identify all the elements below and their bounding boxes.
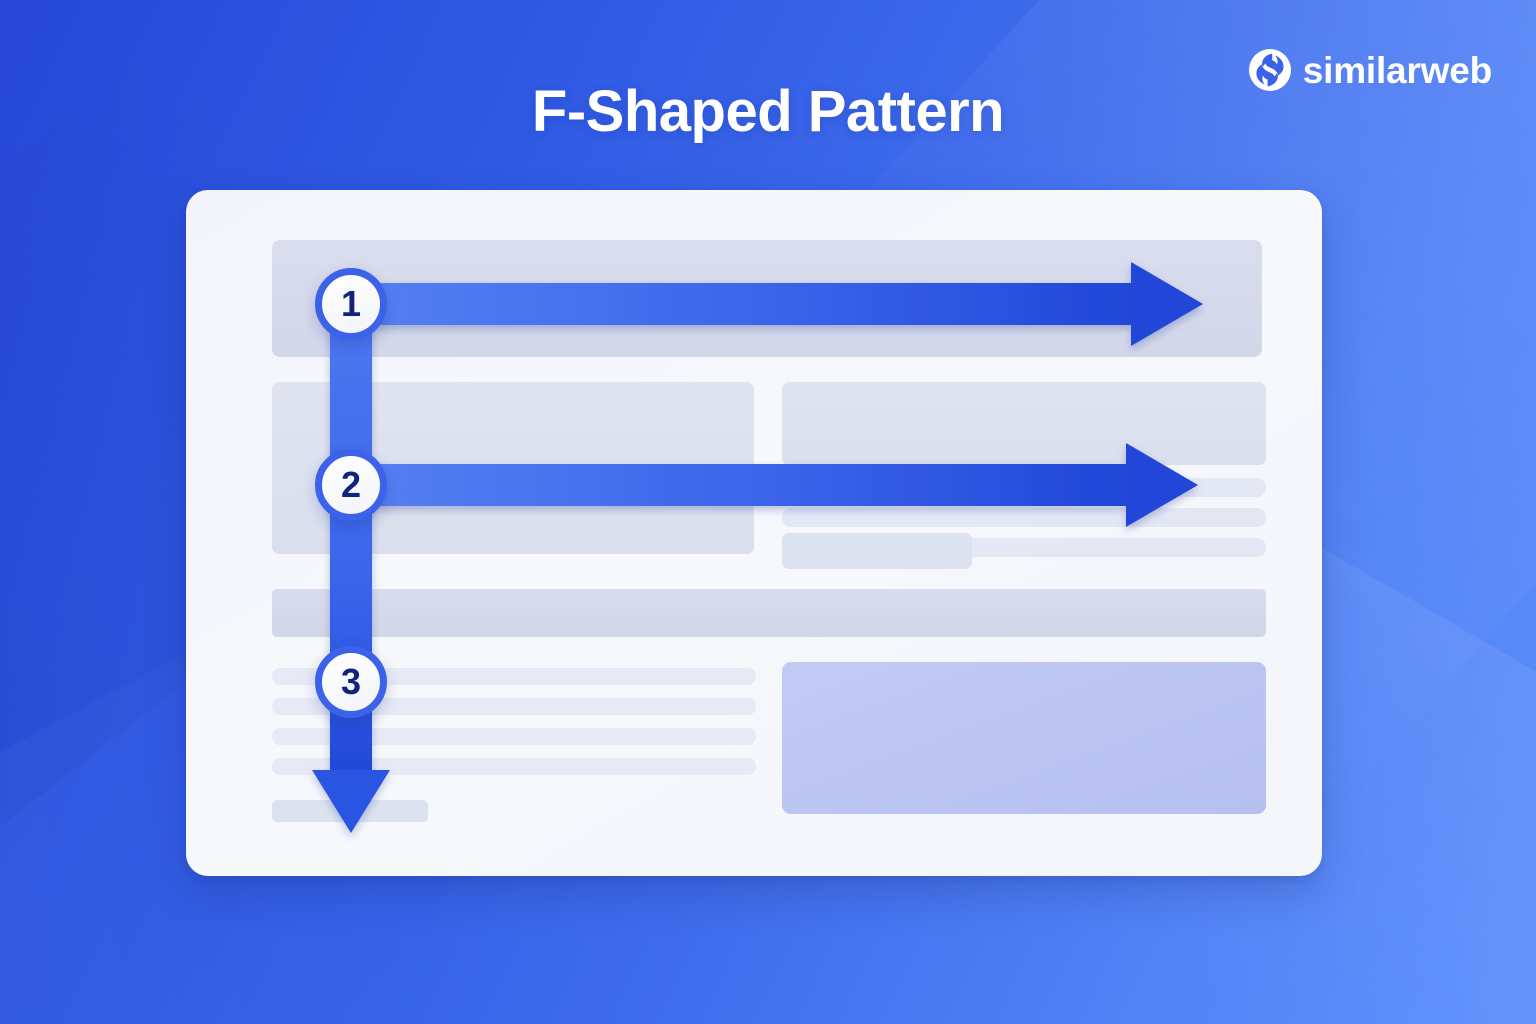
step-number-2: 2 <box>340 464 362 505</box>
step-marker-3[interactable]: 3 <box>315 646 387 718</box>
right-small-block <box>782 533 972 569</box>
step-marker-2[interactable]: 2 <box>315 449 387 521</box>
left-text-line-1 <box>272 668 756 685</box>
similarweb-logo: similarweb <box>1248 48 1492 92</box>
similarweb-wordmark: similarweb <box>1302 49 1492 91</box>
step-marker-1[interactable]: 1 <box>315 268 387 340</box>
right-column-block <box>782 382 1266 465</box>
left-text-line-4 <box>272 758 756 775</box>
page-title: F-Shaped Pattern <box>531 79 1005 144</box>
right-text-line-1 <box>782 478 1266 497</box>
left-footer-bar <box>272 800 428 822</box>
left-text-line-2 <box>272 698 756 715</box>
right-image-block <box>782 662 1266 814</box>
header-band <box>272 240 1262 357</box>
full-width-band <box>272 589 1266 637</box>
left-text-line-3 <box>272 728 756 745</box>
right-text-line-2 <box>782 508 1266 527</box>
step-number-3: 3 <box>340 661 362 702</box>
step-number-1: 1 <box>340 283 362 324</box>
similarweb-s-mark-icon <box>1248 49 1291 91</box>
